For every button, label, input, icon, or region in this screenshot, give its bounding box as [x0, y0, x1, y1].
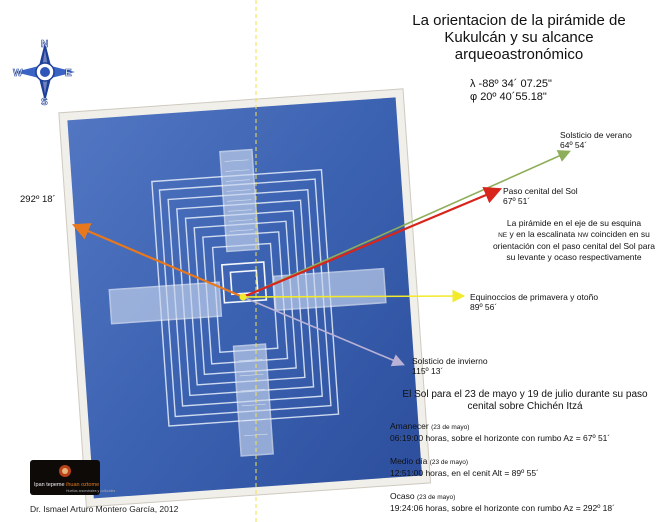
south-stairway — [232, 343, 274, 457]
equinoccios-angle: 89º 56´ — [470, 302, 498, 312]
center-point — [239, 293, 247, 301]
solsticio-invierno-name: Solsticio de invierno — [412, 356, 488, 366]
paso-cenital-angle: 67º 51´ — [503, 196, 531, 206]
event-date: (23 de mayo) — [429, 459, 469, 466]
solsticio-invierno-label: Solsticio de invierno 115º 13´ — [412, 356, 488, 376]
compass-s: S — [41, 97, 48, 108]
event-detail: 06:19:00 horas, sobre el horizonte con r… — [390, 433, 611, 443]
paso-cenital-label: Paso cenital del Sol 67º 51´ — [503, 186, 578, 206]
compass-rose-icon: N S E W — [13, 39, 75, 108]
event-ocaso: Ocaso (23 de mayo) 19:24:06 horas, sobre… — [390, 491, 665, 514]
ocaso-arrow — [71, 223, 244, 299]
logo-name-2: ihuan oztome — [66, 482, 100, 488]
logo-emblem-icon — [59, 465, 71, 477]
event-name: Ocaso — [390, 491, 415, 501]
compass-n: N — [41, 39, 48, 50]
solsticio-verano-label: Solsticio de verano 64º 54´ — [560, 130, 632, 150]
event-date: (23 de mayo) — [416, 494, 456, 501]
coordinates: λ -88º 34´ 07.25" φ 20º 40´55.18" — [470, 78, 600, 104]
logo-tagline: Huellas ancestrales y culturales — [66, 489, 116, 493]
solsticio-invierno-arrow — [242, 296, 405, 367]
longitude: λ -88º 34´ 07.25" — [470, 78, 552, 90]
west-stairway — [108, 281, 223, 325]
direction-arrows — [71, 150, 571, 367]
event-detail: 12:51:00 horas, en el cenit Alt = 89º 55… — [390, 468, 539, 478]
east-stairway — [272, 267, 387, 312]
logo-name-1: Ipan tepeme — [34, 482, 65, 488]
sun-heading-line-2: cenital sobre Chichén Itzá — [467, 401, 583, 412]
equinoccios-arrow — [242, 289, 466, 303]
note-part-3: coinciden en su orientación con el paso … — [492, 229, 656, 262]
author-credit: Dr. Ismael Arturo Montero García, 2012 — [30, 504, 179, 514]
temple — [220, 261, 268, 304]
sun-heading-line-1: El Sol para el 23 de mayo y 19 de julio … — [402, 389, 648, 400]
title-line-3: arqueoastronómico — [454, 46, 584, 63]
compass-w: W — [13, 68, 23, 79]
note-part-2: y en la escalinata — [509, 229, 576, 239]
solsticio-verano-angle: 64º 54´ — [560, 140, 588, 150]
latitude: φ 20º 40´55.18" — [470, 91, 547, 103]
title-line-2: Kukulcán y su alcance — [444, 29, 594, 46]
event-amanecer: Amanecer (23 de mayo) 06:19:00 horas, so… — [390, 421, 665, 444]
note-nw: NW — [577, 232, 589, 239]
solsticio-invierno-angle: 115º 13´ — [412, 366, 444, 376]
diagram-title: La orientacion de la pirámide de Kukulcá… — [394, 12, 644, 63]
equinoccios-label: Equinoccios de primavera y otoño 89º 56´ — [470, 292, 598, 312]
event-detail: 19:24:06 horas, sobre el horizonte con r… — [390, 503, 615, 513]
orientation-note: La pirámide en el eje de su esquina NE y… — [488, 218, 660, 263]
paso-cenital-arrow — [242, 186, 503, 299]
paso-cenital-name: Paso cenital del Sol — [503, 186, 578, 196]
ocaso-angle: 292º 18´ — [20, 194, 56, 205]
event-name: Amanecer — [390, 421, 429, 431]
event-date: (23 de mayo) — [431, 424, 470, 431]
note-part-1: La pirámide en el eje de su esquina — [506, 218, 642, 228]
solsticio-verano-name: Solsticio de verano — [560, 130, 632, 140]
note-ne: NE — [498, 232, 508, 239]
sun-heading: El Sol para el 23 de mayo y 19 de julio … — [390, 389, 660, 413]
publisher-logo: Ipan tepeme ihuan oztome Huellas ancestr… — [30, 460, 115, 495]
event-name: Medio día — [390, 456, 428, 466]
event-medio-dia: Medio día (23 de mayo) 12:51:00 horas, e… — [390, 456, 665, 479]
title-line-1: La orientacion de la pirámide de — [412, 12, 626, 29]
solsticio-verano-arrow — [242, 150, 571, 298]
equinoccios-name: Equinoccios de primavera y otoño — [470, 292, 599, 302]
compass-e: E — [65, 68, 72, 79]
